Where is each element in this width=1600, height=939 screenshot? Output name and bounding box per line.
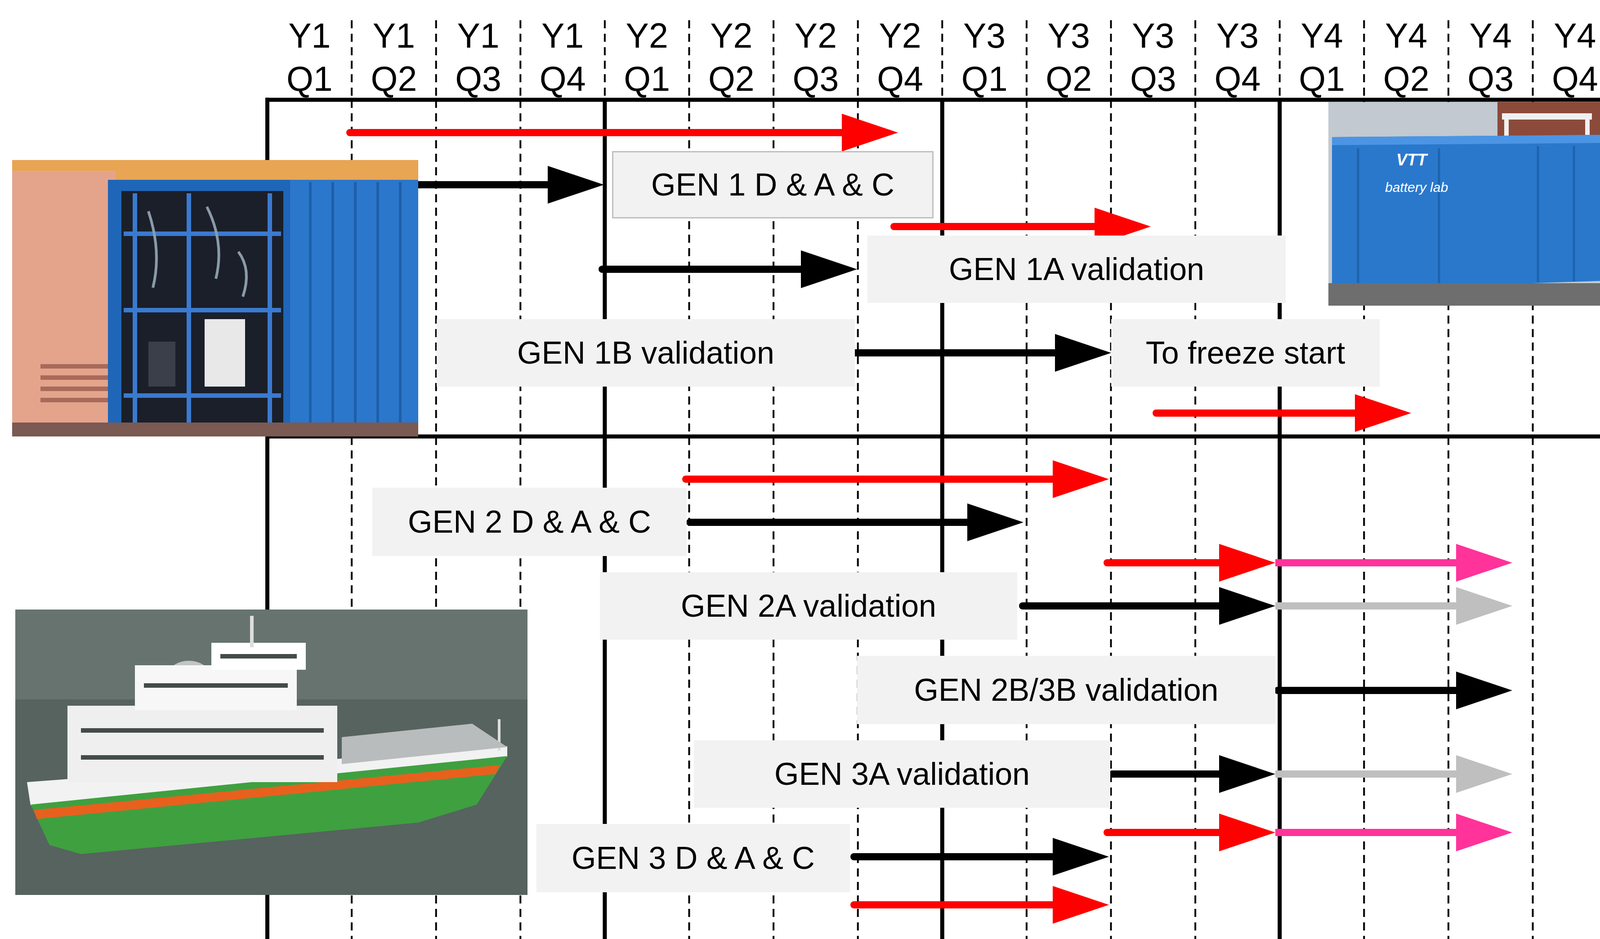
task-box: GEN 1A validation: [867, 235, 1286, 304]
task-label: GEN 1A validation: [948, 251, 1205, 288]
quarter-header: Y4 Q1: [1298, 13, 1346, 101]
quarter-header: Y4 Q2: [1383, 13, 1430, 101]
photo-text: battery lab: [1385, 179, 1449, 196]
task-box: GEN 3 D & A & C: [536, 824, 850, 893]
header-dividers: [351, 20, 1533, 100]
task-label: To freeze start: [1145, 335, 1346, 372]
battery-lab-photo: [1328, 102, 1600, 306]
quarter-header: Y3 Q3: [1130, 13, 1177, 101]
quarter-header: Y3 Q4: [1214, 13, 1261, 101]
timeline-connector: [854, 334, 1112, 372]
quarter-header: Y3 Q2: [1045, 13, 1092, 101]
logo-text: VTT: [1396, 150, 1427, 170]
task-box: GEN 2A validation: [599, 572, 1018, 640]
quarter-header: Y3 Q1: [961, 13, 1008, 101]
quarter-header: Y2 Q2: [708, 13, 755, 101]
task-label: GEN 3A validation: [774, 756, 1030, 793]
quarter-header: Y4 Q3: [1467, 13, 1514, 101]
task-box: GEN 1B validation: [436, 319, 855, 387]
quarter-header: Y2 Q4: [876, 13, 924, 101]
task-box: GEN 2B/3B validation: [857, 656, 1276, 725]
quarter-header: Y1 Q4: [539, 13, 586, 101]
quarter-header: Y1 Q2: [370, 13, 418, 101]
task-label: GEN 3 D & A & C: [571, 840, 815, 877]
task-label: GEN 2B/3B validation: [913, 672, 1219, 709]
ship-photo: [15, 609, 528, 896]
quarter-header: Y4 Q4: [1551, 13, 1599, 101]
quarter-header: Y1 Q3: [455, 13, 502, 101]
task-box: GEN 2 D & A & C: [372, 487, 687, 557]
task-label: GEN 2A validation: [680, 588, 937, 625]
task-box: GEN 1 D & A & C: [612, 151, 934, 219]
task-box: To freeze start: [1111, 319, 1380, 387]
task-box: GEN 3A validation: [693, 740, 1111, 809]
task-label: GEN 2 D & A & C: [407, 504, 652, 541]
task-label: GEN 1B validation: [517, 335, 775, 372]
container-photo: [12, 160, 419, 437]
quarter-header: Y2 Q3: [792, 13, 840, 101]
quarter-header: Y1 Q1: [286, 13, 333, 101]
task-label: GEN 1 D & A & C: [651, 166, 895, 204]
quarter-header: Y2 Q1: [623, 13, 671, 101]
